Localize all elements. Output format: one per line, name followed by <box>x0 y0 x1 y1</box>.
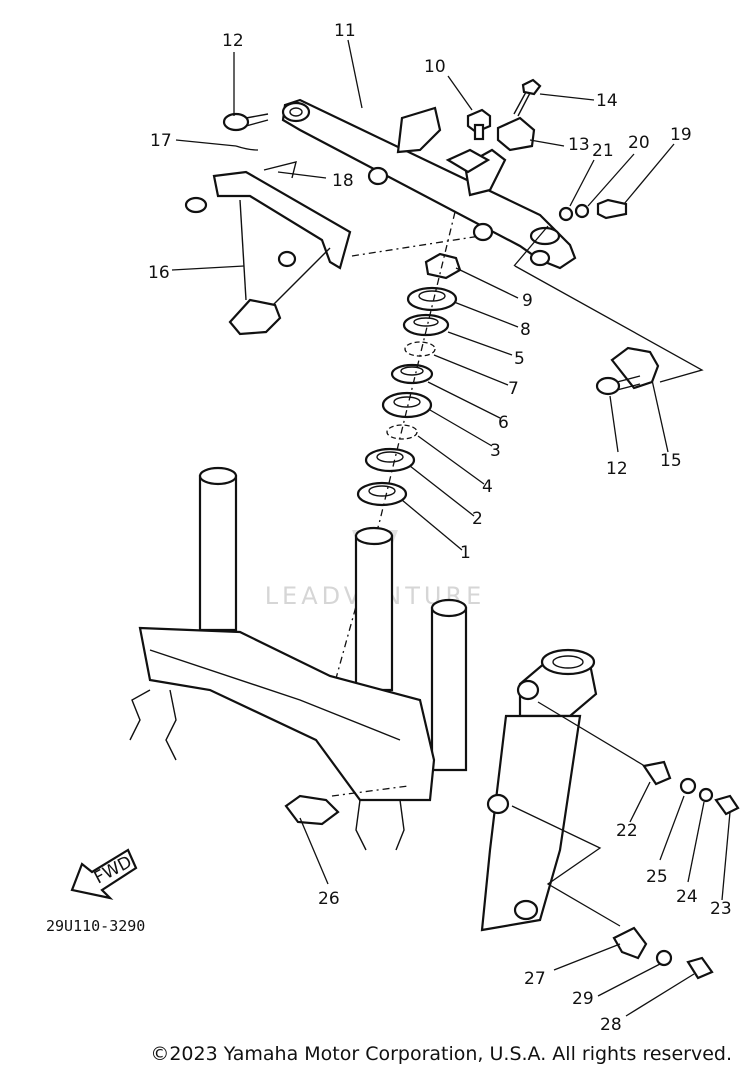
stay-16-part <box>184 161 352 336</box>
callout-2: 2 <box>472 509 483 529</box>
callout-9: 9 <box>522 291 533 311</box>
frame-part <box>129 466 468 851</box>
callouts: 12 11 10 14 17 18 13 21 20 19 16 9 8 5 7… <box>148 21 732 1035</box>
callout-29: 29 <box>572 989 594 1009</box>
callout-20: 20 <box>628 133 650 153</box>
callout-18: 18 <box>332 171 354 191</box>
callout-15: 15 <box>660 451 682 471</box>
clamp-13-part <box>496 116 536 152</box>
fork-mount-lines <box>511 701 649 927</box>
front-fork-part <box>480 648 598 932</box>
callout-12-top: 12 <box>222 31 244 51</box>
stay-mount-line <box>351 235 481 257</box>
callout-23: 23 <box>710 899 732 919</box>
callout-25: 25 <box>646 867 668 887</box>
callout-13: 13 <box>568 135 590 155</box>
callout-17: 17 <box>150 131 172 151</box>
callout-12-right: 12 <box>606 459 628 479</box>
callout-21: 21 <box>592 141 614 161</box>
callout-10: 10 <box>424 57 446 77</box>
bracket-26-part <box>284 794 340 826</box>
callout-16: 16 <box>148 263 170 283</box>
copyright-notice: ©2023 Yamaha Motor Corporation, U.S.A. A… <box>150 1043 732 1065</box>
bolt-10-part <box>466 108 492 141</box>
callout-26: 26 <box>318 889 340 909</box>
handlebar-crown-part <box>281 98 577 270</box>
clip-22-parts <box>642 760 740 816</box>
callout-6: 6 <box>498 413 509 433</box>
callout-19: 19 <box>670 125 692 145</box>
bracket-27-parts <box>612 926 714 980</box>
bracket-leader-lines <box>513 225 704 383</box>
leader-lines <box>171 39 731 1017</box>
callout-24: 24 <box>676 887 698 907</box>
bolt-14-part <box>513 78 542 117</box>
bracket-15-part <box>595 346 660 396</box>
steering-stack-parts <box>356 252 462 507</box>
band-17-part <box>235 145 259 151</box>
bolt-19-21-parts <box>558 198 628 222</box>
callout-11: 11 <box>334 21 356 41</box>
callout-22: 22 <box>616 821 638 841</box>
callout-7: 7 <box>508 379 519 399</box>
callout-1: 1 <box>460 543 471 563</box>
callout-8: 8 <box>520 320 531 340</box>
steering-axis-line <box>329 211 456 701</box>
callout-28: 28 <box>600 1015 622 1035</box>
callout-3: 3 <box>490 441 501 461</box>
callout-4: 4 <box>482 477 493 497</box>
callout-14: 14 <box>596 91 618 111</box>
frame-mount-line <box>331 785 409 797</box>
bolt-12-top-part <box>222 112 269 132</box>
callout-5: 5 <box>514 349 525 369</box>
callout-27: 27 <box>524 969 546 989</box>
part-code: 29U110-3290 <box>46 917 145 935</box>
fwd-arrow-icon: FWD <box>70 848 138 900</box>
